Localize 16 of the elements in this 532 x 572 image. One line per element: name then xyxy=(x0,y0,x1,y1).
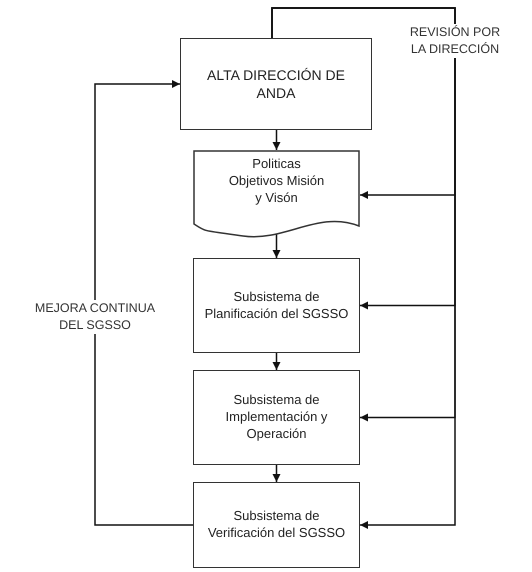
document-shape xyxy=(193,150,360,240)
process-box xyxy=(180,38,372,130)
process-box xyxy=(193,370,360,465)
arrow xyxy=(94,80,193,526)
node-text: ALTA DIRECCIÓN DE ANDA xyxy=(206,66,346,102)
arrow xyxy=(272,465,280,482)
arrow xyxy=(272,130,280,150)
node-text: Subsistema de Planificación del SGSSO xyxy=(204,288,350,322)
node-text: Subsistema de Implementación y Operación xyxy=(224,392,328,443)
process-box xyxy=(193,482,360,568)
node-text: Subsistema de Verificación del SGSSO xyxy=(206,508,346,542)
process-box xyxy=(193,258,360,353)
arrow xyxy=(271,7,456,529)
arrow xyxy=(272,353,280,370)
arrow xyxy=(272,232,280,258)
node-text: Politicas Objetivos Misión y Visón xyxy=(228,156,326,207)
